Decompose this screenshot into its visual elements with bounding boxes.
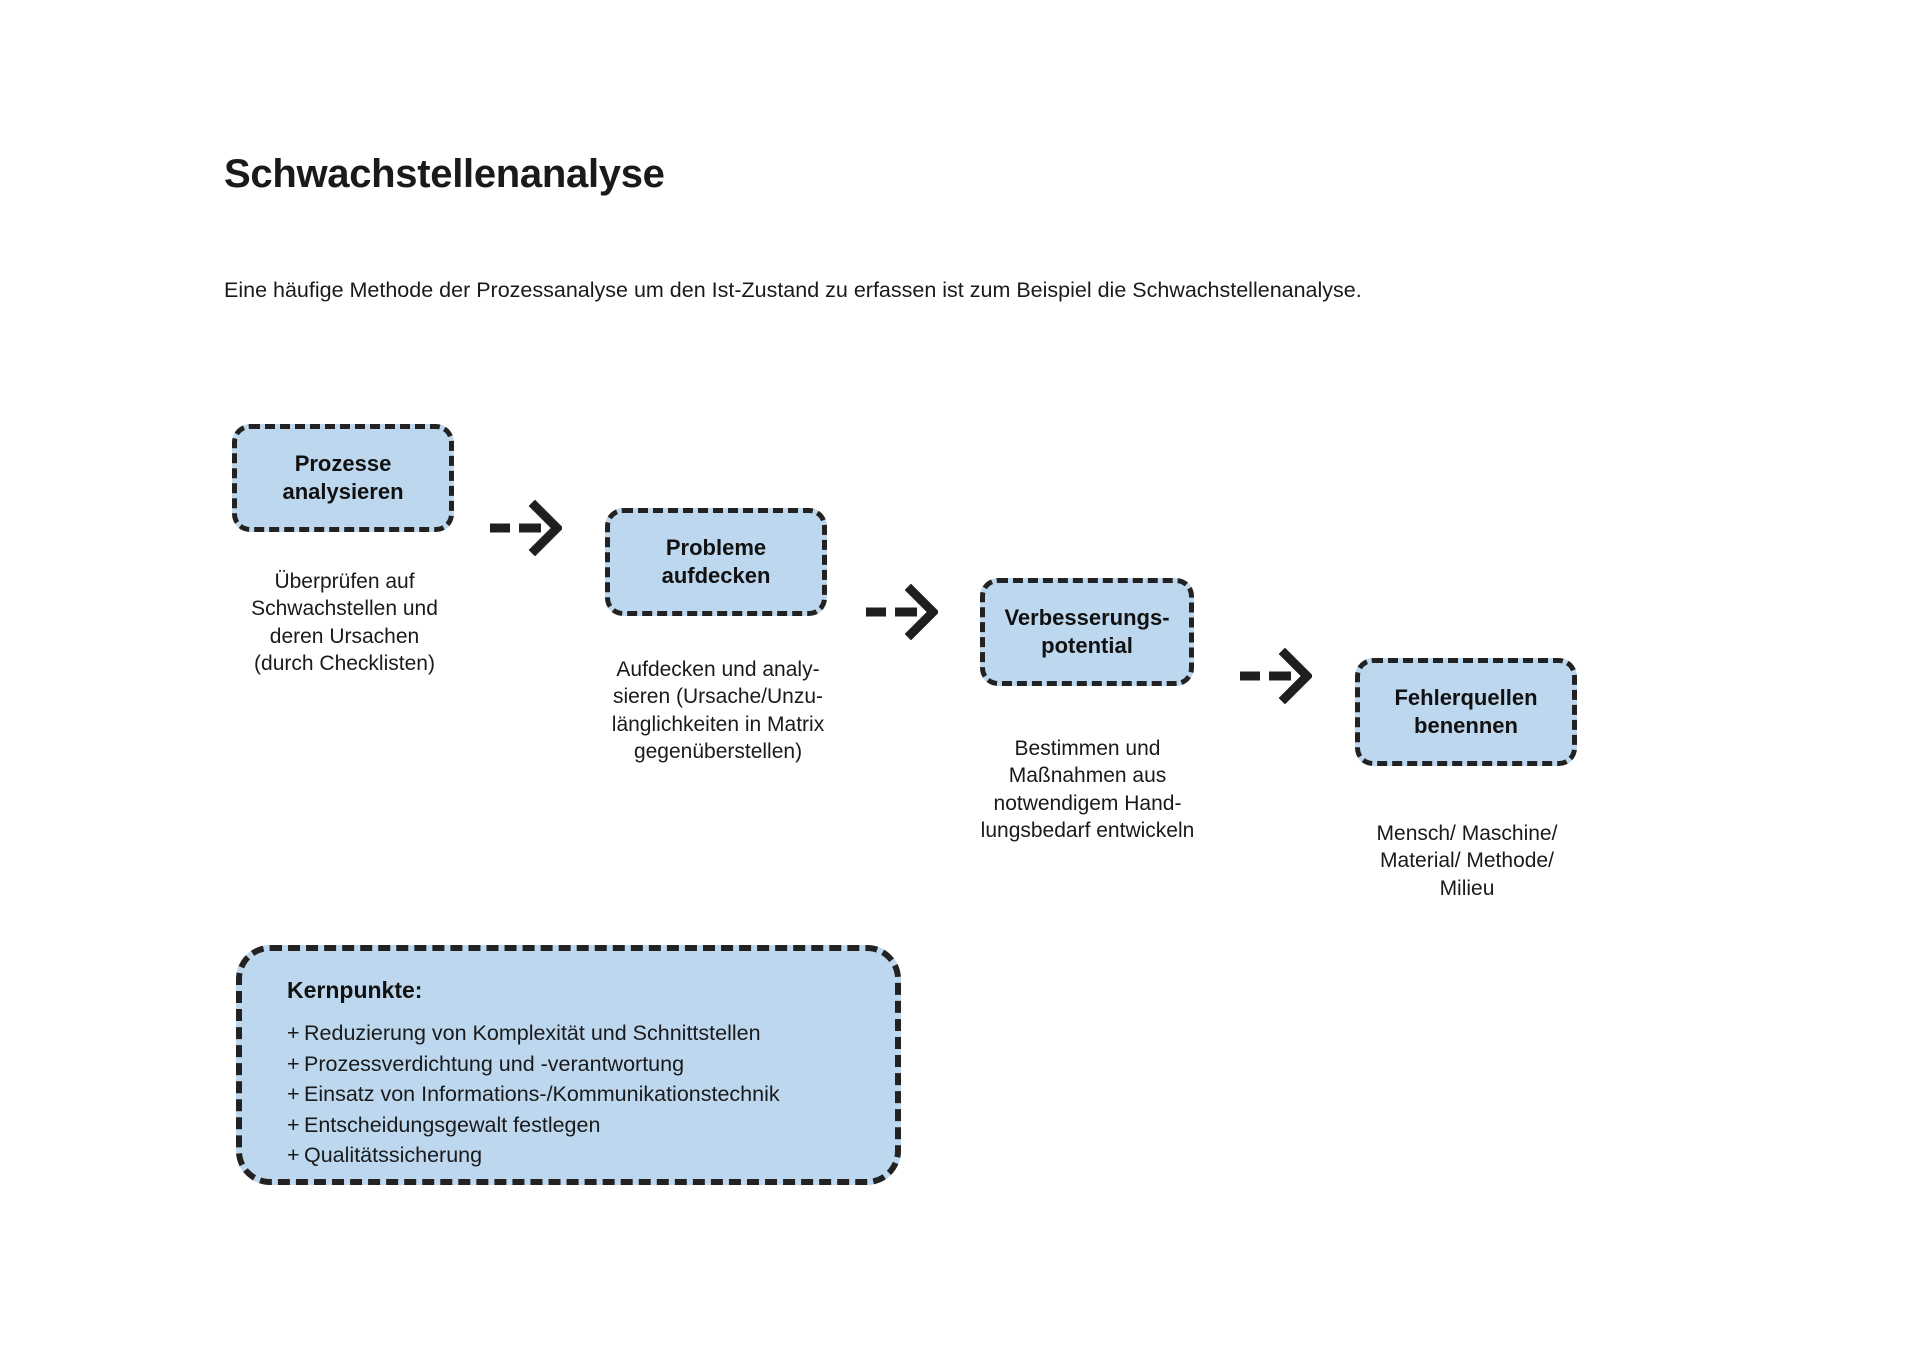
list-item-label: Reduzierung von Komplexität und Schnitts…: [304, 1021, 761, 1045]
bullet-plus-icon: +: [287, 1082, 300, 1107]
list-item: +Qualitätssicherung: [287, 1140, 895, 1171]
bullet-plus-icon: +: [287, 1112, 300, 1137]
intro-paragraph: Eine häufige Methode der Prozessanalyse …: [224, 278, 1362, 302]
kernpunkte-list: +Reduzierung von Komplexität und Schnitt…: [287, 1018, 895, 1171]
list-item-label: Prozessverdichtung und -verantwortung: [304, 1051, 685, 1076]
flow-caption-prozesse-analysieren: Überprüfen auf Schwachstellen und deren …: [251, 570, 438, 675]
flow-box-probleme-aufdecken[interactable]: Probleme aufdecken: [605, 508, 827, 616]
list-item-label: Entscheidungsgewalt festlegen: [304, 1112, 601, 1137]
list-item: +Reduzierung von Komplexität und Schnitt…: [287, 1018, 895, 1049]
list-item-label: Einsatz von Informations-/Kommunikations…: [304, 1082, 780, 1107]
list-item: +Prozessverdichtung und -verantwortung: [287, 1049, 895, 1080]
bullet-plus-icon: +: [287, 1051, 300, 1076]
flow-box-fehlerquellen-benennen[interactable]: Fehlerquellen benennen: [1355, 658, 1577, 766]
flow-arrow-1-icon: [488, 500, 562, 556]
flow-arrow-2-icon: [864, 584, 938, 640]
flow-caption-fehlerquellen-benennen: Mensch/ Maschine/ Material/ Methode/ Mil…: [1376, 822, 1558, 900]
flow-caption-verbesserungspotential: Bestimmen und Maßnahmen aus notwendigem …: [980, 737, 1195, 842]
kernpunkte-title: Kernpunkte:: [287, 977, 423, 1003]
flow-box-prozesse-analysieren[interactable]: Prozesse analysieren: [232, 424, 454, 532]
list-item: +Einsatz von Informations-/Kommunikation…: [287, 1079, 895, 1110]
flow-arrow-3-icon: [1238, 648, 1312, 704]
list-item-label: Qualitätssicherung: [304, 1143, 483, 1168]
flow-box-verbesserungspotential[interactable]: Verbesserungs- potential: [980, 578, 1194, 686]
kernpunkte-panel: Kernpunkte: +Reduzierung von Komplexität…: [236, 945, 901, 1185]
bullet-plus-icon: +: [287, 1143, 300, 1168]
flow-caption-probleme-aufdecken: Aufdecken und analy- sieren (Ursache/Unz…: [611, 658, 825, 763]
bullet-plus-icon: +: [287, 1021, 300, 1045]
list-item: +Entscheidungsgewalt festlegen: [287, 1110, 895, 1141]
page-title: Schwachstellenanalyse: [224, 152, 665, 196]
